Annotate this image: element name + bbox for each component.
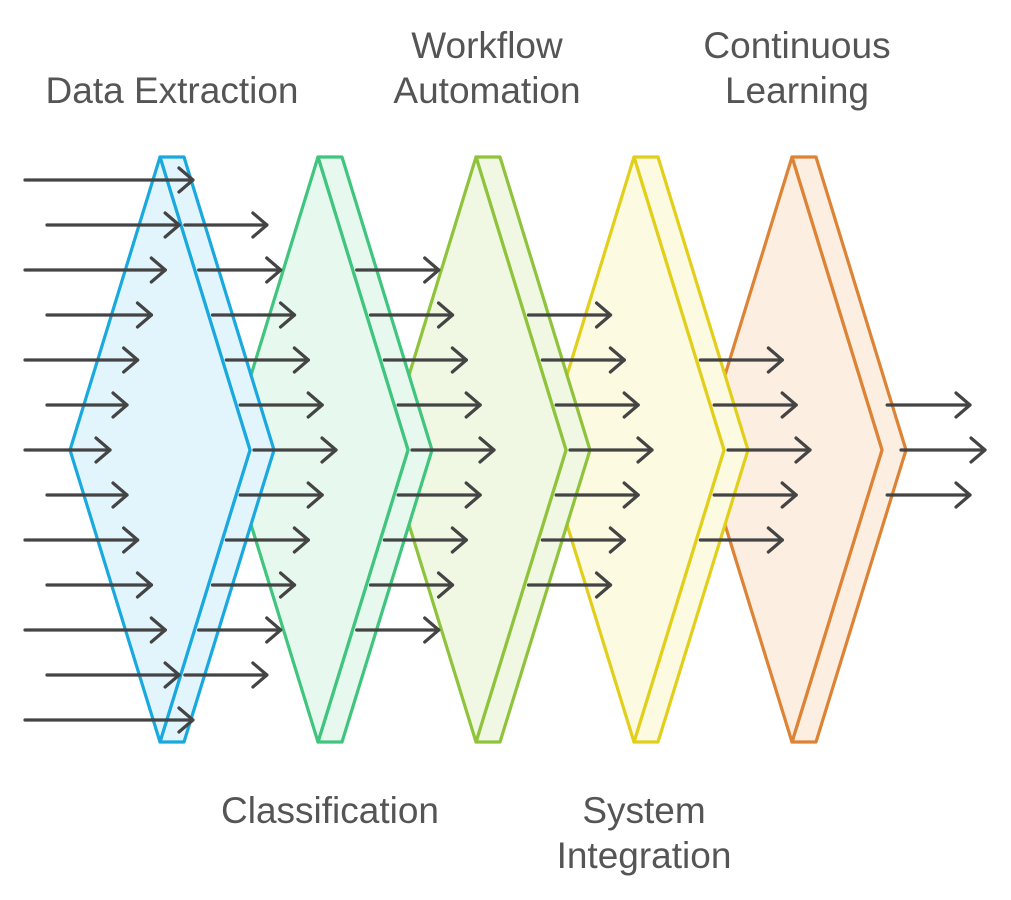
arrow-into-data-extraction: [23, 346, 140, 374]
arrow-into-system-integration: [540, 346, 626, 374]
arrow-into-workflow-automation: [382, 526, 468, 554]
arrow-into-continuous-learning: [712, 481, 798, 509]
arrow-into-workflow-automation: [355, 616, 441, 644]
arrow-into-workflow-automation: [368, 571, 455, 599]
arrow-into-data-extraction: [23, 256, 167, 284]
arrow-into-data-extraction: [23, 616, 167, 644]
arrow-into-classification: [183, 211, 269, 239]
arrow-into-workflow-automation: [410, 436, 496, 464]
arrow-into-data-extraction: [45, 571, 154, 599]
arrow-into-data-extraction: [23, 436, 112, 464]
arrow-into-data-extraction: [23, 526, 140, 554]
arrow-into-classification: [238, 481, 324, 509]
arrow-into-data-extraction: [45, 661, 181, 689]
arrow-into-classification: [210, 301, 297, 329]
arrow-into-classification: [197, 616, 283, 644]
arrow-into-data-extraction: [45, 391, 129, 419]
arrow-into-classification: [224, 526, 310, 554]
stage-label-workflow-automation: Workflow Automation: [393, 25, 581, 111]
arrow-into-data-extraction: [23, 166, 195, 194]
arrow-into-workflow-automation: [355, 256, 441, 284]
arrow-into-classification: [210, 571, 297, 599]
arrow-into-classification: [238, 391, 324, 419]
stage-label-classification: Classification: [221, 790, 439, 831]
arrow-into-classification: [183, 661, 269, 689]
arrow-into-workflow-automation: [368, 301, 455, 329]
arrow-into-system-integration: [526, 571, 613, 599]
stage-label-system-integration: System Integration: [556, 790, 732, 876]
stage-chevron-data-extraction: [68, 155, 276, 744]
arrow-into-classification: [197, 256, 283, 284]
arrow-into-system-integration: [526, 301, 613, 329]
arrow-into-continuous-learning: [712, 391, 798, 419]
arrow-out-continuous-learning: [885, 481, 972, 509]
arrow-into-continuous-learning: [698, 526, 784, 554]
arrow-out-continuous-learning: [899, 436, 987, 464]
arrow-into-data-extraction: [45, 481, 129, 509]
arrow-out-continuous-learning: [885, 391, 972, 419]
arrow-into-system-integration: [568, 436, 654, 464]
arrow-into-system-integration: [554, 481, 640, 509]
stage-label-continuous-learning: Continuous Learning: [703, 25, 891, 111]
arrow-into-system-integration: [540, 526, 626, 554]
arrow-into-workflow-automation: [382, 346, 468, 374]
arrow-into-continuous-learning: [726, 436, 812, 464]
arrow-into-classification: [252, 436, 338, 464]
arrow-into-data-extraction: [23, 706, 195, 734]
arrow-into-workflow-automation: [396, 481, 482, 509]
arrow-into-data-extraction: [45, 301, 154, 329]
stage-label-data-extraction: Data Extraction: [45, 70, 299, 111]
arrow-into-workflow-automation: [396, 391, 482, 419]
arrow-into-classification: [224, 346, 310, 374]
arrow-into-data-extraction: [45, 211, 181, 239]
arrow-into-continuous-learning: [698, 346, 784, 374]
arrow-into-system-integration: [554, 391, 640, 419]
